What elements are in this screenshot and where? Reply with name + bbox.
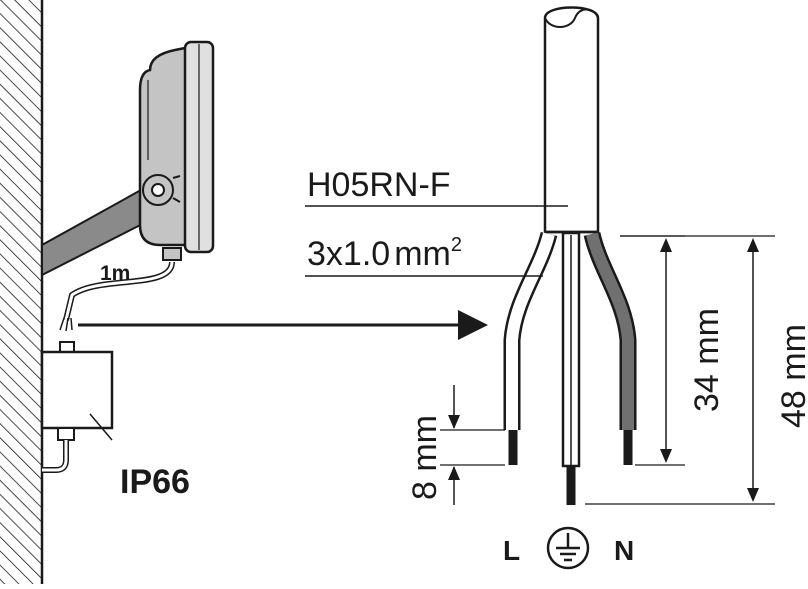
dimension-strip-label: 34 mm [688, 308, 726, 412]
fixture-cable [59, 261, 175, 332]
wire-earth [561, 231, 581, 505]
wall [0, 0, 44, 584]
cable-sheath [543, 6, 600, 234]
floodlight-fixture [138, 40, 215, 261]
dimension-total [585, 235, 775, 505]
section-unit: mm [394, 235, 451, 273]
cable-gland [162, 247, 182, 261]
terminal-neutral-label: N [614, 535, 634, 566]
junction-box [40, 341, 114, 473]
dimension-end-strip-label: 8 mm [406, 415, 444, 500]
cable-length-label: 1m [100, 262, 130, 285]
ip-rating-label: IP66 [120, 463, 190, 501]
earth-ground-icon [546, 526, 590, 570]
cable-type-label: H05RN-F [307, 166, 451, 204]
dimension-total-label: 48 mm [775, 324, 808, 428]
terminal-live-label: L [503, 535, 520, 566]
section-superscript: 2 [451, 234, 462, 256]
wire-live [503, 231, 558, 465]
wire-neutral [583, 231, 637, 465]
ip-leader-line [89, 413, 113, 441]
dimension-end-strip [440, 385, 505, 505]
wall-hatching [0, 0, 42, 584]
section-value: 3x1.0 [307, 235, 390, 273]
